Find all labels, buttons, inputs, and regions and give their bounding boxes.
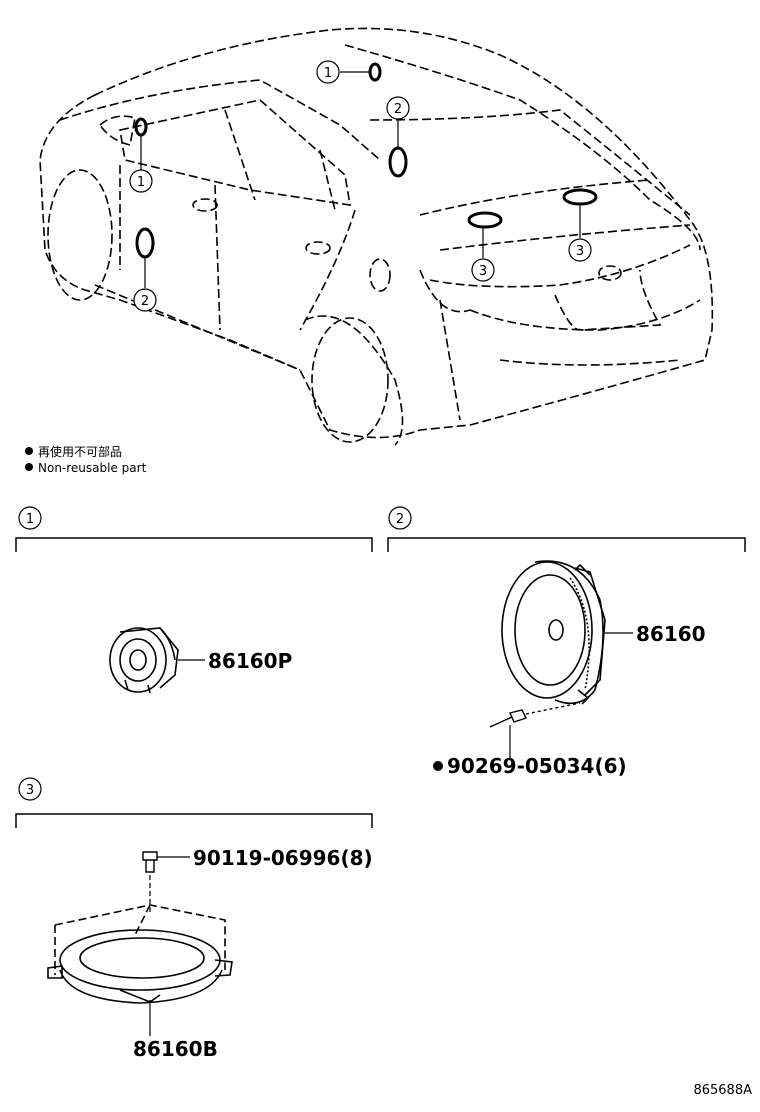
door-speaker-86160 bbox=[501, 560, 606, 705]
illustration-number: 865688A bbox=[693, 1083, 752, 1098]
legend-label-jp: 再使用不可部品 bbox=[38, 444, 122, 459]
callout-leaders bbox=[140, 71, 581, 288]
location-rear-right bbox=[562, 188, 598, 206]
callout-number: 1 bbox=[137, 175, 145, 190]
tweeter-86160P bbox=[109, 627, 179, 694]
section-number: 3 bbox=[26, 783, 34, 798]
location-tweeter-left bbox=[134, 117, 148, 137]
non-reusable-bullet-icon bbox=[433, 761, 443, 771]
rear-speaker-86160B bbox=[47, 904, 233, 1004]
section-bracket bbox=[15, 537, 373, 552]
section-number: 2 bbox=[396, 512, 404, 527]
rivet-icon bbox=[489, 702, 581, 728]
bullet-icon bbox=[25, 447, 33, 455]
callout-number: 1 bbox=[324, 66, 332, 81]
part-number-86160B: 86160B bbox=[133, 1037, 218, 1061]
location-tweeter-right bbox=[368, 62, 382, 82]
callout-number: 3 bbox=[479, 264, 487, 279]
car-illustration bbox=[39, 27, 714, 446]
legend: 再使用不可部品 Non-reusable part bbox=[25, 444, 147, 475]
location-front-door-right bbox=[388, 146, 408, 178]
location-rear-left bbox=[467, 211, 503, 229]
section-2: 2 86160 90269-05034(6) bbox=[387, 506, 746, 778]
part-number-90269-05034: 90269-05034(6) bbox=[447, 754, 627, 778]
section-1: 1 86160P bbox=[15, 506, 373, 694]
part-number-90119-06996: 90119-06996(8) bbox=[193, 846, 373, 870]
speaker-locations bbox=[134, 62, 598, 259]
bullet-icon bbox=[25, 463, 33, 471]
location-front-door-left bbox=[135, 227, 155, 259]
legend-label-en: Non-reusable part bbox=[38, 461, 147, 475]
screw-icon bbox=[142, 851, 158, 873]
section-3: 3 90119-06996(8) 86160B bbox=[15, 777, 373, 1061]
section-bracket bbox=[15, 813, 373, 828]
section-bracket bbox=[387, 537, 746, 552]
part-number-86160P: 86160P bbox=[208, 649, 292, 673]
section-number: 1 bbox=[26, 512, 34, 527]
callout-number: 3 bbox=[576, 244, 584, 259]
part-number-86160: 86160 bbox=[636, 622, 706, 646]
callout-number: 2 bbox=[394, 102, 402, 117]
car-callouts: 1 1 2 2 3 3 bbox=[129, 60, 592, 312]
callout-number: 2 bbox=[141, 294, 149, 309]
